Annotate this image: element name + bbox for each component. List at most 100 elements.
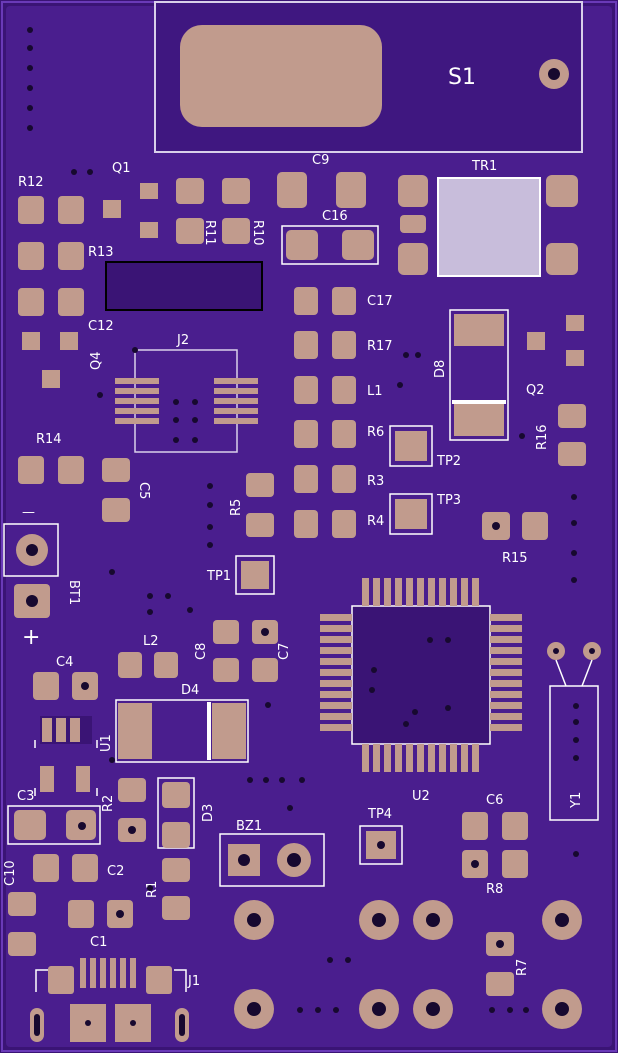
capacitor-c16: C16: [281, 209, 379, 265]
resistor-r6: [294, 420, 356, 448]
qfp-pin: [362, 578, 369, 606]
label-l1: L1: [367, 384, 383, 399]
vias: [71, 169, 579, 1013]
qfp-pin: [320, 713, 352, 720]
label-r8: R8: [486, 882, 503, 897]
resistor-r17: [294, 331, 356, 359]
capacitor-c4: C4: [33, 655, 98, 700]
label-d3: D3: [201, 804, 216, 822]
qfp-pin: [472, 744, 479, 772]
resistor-r15: R15: [482, 512, 548, 566]
label-tp1: TP1: [206, 569, 231, 584]
label-u2: U2: [412, 789, 430, 804]
label-r4: R4: [367, 514, 384, 529]
capacitor-c9: C9: [277, 153, 366, 208]
via-column: [27, 27, 33, 131]
label-c6: C6: [486, 793, 503, 808]
crystal-y1: Y1: [547, 642, 601, 821]
label-r3: R3: [367, 474, 384, 489]
label-l2: L2: [143, 634, 159, 649]
qfp-pin: [428, 578, 435, 606]
label-bt1: BT1: [66, 580, 81, 605]
label-q4: Q4: [89, 351, 104, 370]
label-c3: C3: [17, 789, 34, 804]
label-r2: R2: [101, 795, 116, 812]
qfp-pin: [373, 578, 380, 606]
diode-d4: D4: [115, 683, 249, 763]
qfp-pin: [450, 578, 457, 606]
label-c2: C2: [107, 864, 124, 879]
capacitor-c10: [8, 892, 36, 956]
switch-s1: S1: [154, 1, 583, 153]
label-c10: C10: [3, 860, 18, 886]
battery-bt1: — + BT1: [3, 505, 81, 650]
qfp-pin: [320, 680, 352, 687]
testpoint-tp4: TP4: [359, 807, 403, 865]
capacitor-c17: [294, 287, 356, 315]
label-r17: R17: [367, 339, 393, 354]
label-r14: R14: [36, 432, 62, 447]
resistor-r14: [18, 456, 84, 484]
resistor-r4: [294, 510, 356, 538]
qfp-pin: [320, 702, 352, 709]
label-c16: C16: [322, 209, 348, 224]
label-c5: C5: [136, 482, 151, 499]
qfp-pin: [320, 636, 352, 643]
testpoint-tp2: TP2: [389, 425, 461, 469]
label-c4: C4: [56, 655, 73, 670]
label-tp3: TP3: [436, 493, 461, 508]
testpoint-tp1: TP1: [206, 555, 275, 595]
resistor-r10: [222, 178, 250, 244]
label-r5: R5: [229, 499, 244, 516]
connector-j2: J2: [115, 333, 258, 453]
resistor-r12: [18, 196, 84, 224]
diode-d8: D8: [433, 309, 509, 441]
regulator-u1: U1: [34, 716, 114, 796]
label-d4: D4: [181, 683, 199, 698]
qfp-pin: [320, 625, 352, 632]
label-r7: R7: [515, 959, 530, 976]
label-c7: C7: [277, 643, 292, 660]
capacitor-c3: C3: [7, 789, 101, 845]
qfp-pin: [490, 691, 522, 698]
qfp-pin: [490, 614, 522, 621]
qfp-pin: [417, 744, 424, 772]
inductor-l2: [118, 652, 178, 678]
qfp-pin: [439, 578, 446, 606]
resistor-r1: [162, 858, 190, 920]
label-u1: U1: [99, 734, 114, 752]
qfp-pin: [490, 647, 522, 654]
qfp-pin: [417, 578, 424, 606]
buzzer-bz1: BZ1: [219, 819, 325, 887]
label-r16: R16: [535, 424, 550, 450]
label-d8: D8: [433, 360, 448, 378]
resistor-r3: [294, 465, 356, 493]
qfp-pin: [439, 744, 446, 772]
label-r6: R6: [367, 425, 384, 440]
qfp-pin: [490, 724, 522, 731]
qfp-pin: [320, 724, 352, 731]
qfp-pin: [490, 669, 522, 676]
label-r10: R10: [250, 220, 265, 246]
label-y1: Y1: [569, 792, 584, 809]
label-bt1-plus: +: [22, 625, 40, 650]
qfp-pin: [490, 658, 522, 665]
label-c12: C12: [88, 319, 114, 334]
label-r12: R12: [18, 175, 44, 190]
resistor-r8: R8: [462, 850, 528, 897]
diode-d3: D3: [157, 777, 216, 849]
usb-connector-j1: J1: [30, 958, 200, 1042]
label-s1: S1: [448, 65, 476, 90]
label-q1: Q1: [112, 161, 131, 176]
label-j2: J2: [176, 333, 189, 348]
capacitor-c1: C1: [68, 900, 133, 950]
qfp-pin: [490, 713, 522, 720]
qfp-pin: [490, 636, 522, 643]
qfp-pin: [384, 744, 391, 772]
label-bt1-minus: —: [22, 505, 35, 520]
transformer-tr1: TR1: [398, 159, 578, 277]
keepout-area: [105, 261, 263, 311]
capacitor-c2: [33, 854, 98, 882]
